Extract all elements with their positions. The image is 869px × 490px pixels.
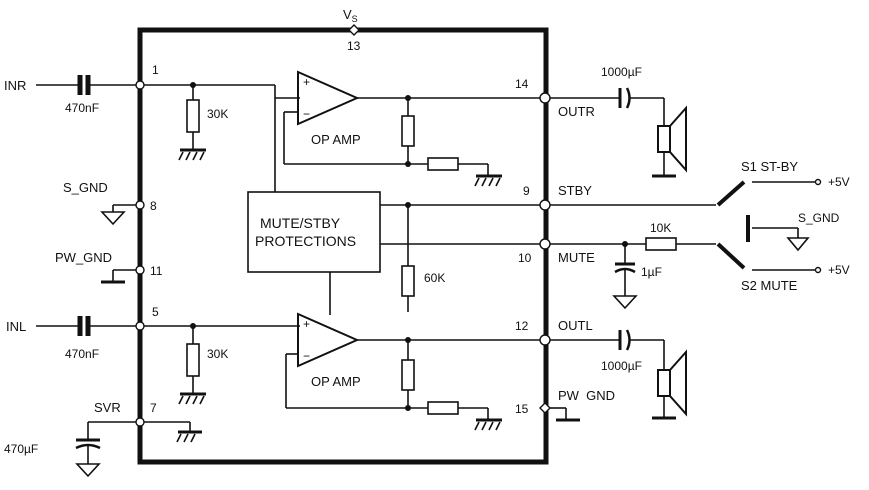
stby-label: STBY bbox=[558, 183, 592, 198]
op-amp-top-label: OP AMP bbox=[311, 132, 361, 147]
ground-icon bbox=[178, 392, 206, 405]
mute-cap-value: 1µF bbox=[641, 265, 662, 279]
pin-10-marker bbox=[539, 238, 551, 250]
pin-5-marker bbox=[135, 321, 145, 331]
pin-14-marker bbox=[539, 92, 551, 104]
speaker-icon bbox=[657, 105, 687, 173]
protection-line1: MUTE/STBY bbox=[260, 215, 341, 231]
resistor-feedback-top bbox=[401, 115, 415, 147]
svg-text:+: + bbox=[303, 75, 310, 89]
pin-11-marker bbox=[135, 265, 145, 275]
pw-gnd-right-label: PW GND bbox=[558, 388, 615, 403]
inr-cap-value: 470nF bbox=[65, 101, 99, 115]
resistor-30k-bottom bbox=[186, 343, 200, 377]
vs-label: VS bbox=[343, 7, 358, 24]
svr-label: SVR bbox=[94, 400, 121, 415]
r-30k-bottom-label: 30K bbox=[207, 347, 228, 361]
resistor-10k bbox=[645, 237, 677, 251]
ground-icon bbox=[474, 418, 502, 431]
ground-icon bbox=[75, 463, 101, 478]
pin-14-number: 14 bbox=[515, 77, 529, 91]
pin-12-marker bbox=[539, 334, 551, 346]
resistor-gnd-top bbox=[427, 157, 459, 171]
ground-icon bbox=[786, 237, 810, 252]
ground-icon bbox=[100, 211, 126, 226]
outr-cap-value: 1000µF bbox=[601, 65, 642, 79]
mute-label: MUTE bbox=[558, 250, 595, 265]
inl-label: INL bbox=[6, 319, 26, 334]
s2-supply: +5V bbox=[828, 263, 850, 277]
ground-icon bbox=[176, 430, 202, 443]
ground-icon bbox=[612, 295, 638, 310]
pin-13-number: 13 bbox=[347, 39, 361, 53]
pin-8-number: 8 bbox=[150, 199, 157, 213]
pin-9-number: 9 bbox=[523, 184, 530, 198]
inl-input: INL 470nF 5 bbox=[6, 305, 159, 361]
s1-supply: +5V bbox=[828, 175, 850, 189]
speaker-icon bbox=[657, 349, 687, 417]
svr-cap-value: 470µF bbox=[4, 442, 38, 456]
pin-5-number: 5 bbox=[152, 305, 159, 319]
pin-1-number: 1 bbox=[152, 63, 159, 77]
svg-text:+: + bbox=[303, 317, 310, 331]
ground-icon bbox=[178, 148, 206, 161]
r-30k-top-label: 30K bbox=[207, 107, 228, 121]
r-60k-label: 60K bbox=[424, 271, 445, 285]
resistor-gnd-bottom bbox=[427, 401, 459, 415]
pin-15-marker bbox=[539, 402, 551, 414]
s-gnd-label: S_GND bbox=[63, 180, 108, 195]
outl-cap-value: 1000µF bbox=[601, 359, 642, 373]
pin-8-marker bbox=[135, 200, 145, 210]
pin-13-marker bbox=[348, 24, 360, 36]
pin-9-marker bbox=[539, 199, 551, 211]
op-amp-top: + − OP AMP bbox=[297, 70, 361, 147]
pin-7-marker bbox=[135, 417, 145, 427]
outr-label: OUTR bbox=[558, 104, 595, 119]
vs-pin: VS 13 bbox=[343, 7, 361, 53]
switch-s-gnd-label: S_GND bbox=[798, 211, 840, 225]
pin-7-number: 7 bbox=[150, 401, 157, 415]
pin-1-marker bbox=[135, 80, 145, 90]
resistor-30k-top bbox=[186, 99, 200, 133]
inr-input: INR 470nF 1 bbox=[4, 63, 159, 115]
pin-11-number: 11 bbox=[150, 264, 163, 278]
inl-cap-value: 470nF bbox=[65, 347, 99, 361]
resistor-60k bbox=[401, 265, 415, 297]
pin-15-number: 15 bbox=[515, 402, 529, 416]
s2-label: S2 MUTE bbox=[741, 278, 798, 293]
svg-text:−: − bbox=[303, 349, 310, 363]
inr-label: INR bbox=[4, 78, 26, 93]
r-10k-label: 10K bbox=[650, 221, 671, 235]
pw-gnd-label: PW_GND bbox=[55, 250, 112, 265]
s1-label: S1 ST-BY bbox=[741, 159, 798, 174]
protection-line2: PROTECTIONS bbox=[255, 233, 356, 249]
resistor-feedback-bottom bbox=[401, 359, 415, 391]
svg-text:−: − bbox=[303, 107, 310, 121]
op-amp-bottom: + − OP AMP bbox=[297, 312, 361, 389]
outl-label: OUTL bbox=[558, 318, 593, 333]
s1-switch bbox=[716, 180, 746, 207]
op-amp-bottom-label: OP AMP bbox=[311, 374, 361, 389]
s2-switch bbox=[716, 242, 746, 270]
pin-10-number: 10 bbox=[518, 251, 532, 265]
pin-12-number: 12 bbox=[515, 319, 529, 333]
ground-icon bbox=[474, 174, 502, 187]
mute-stby-protections-box bbox=[247, 191, 381, 273]
